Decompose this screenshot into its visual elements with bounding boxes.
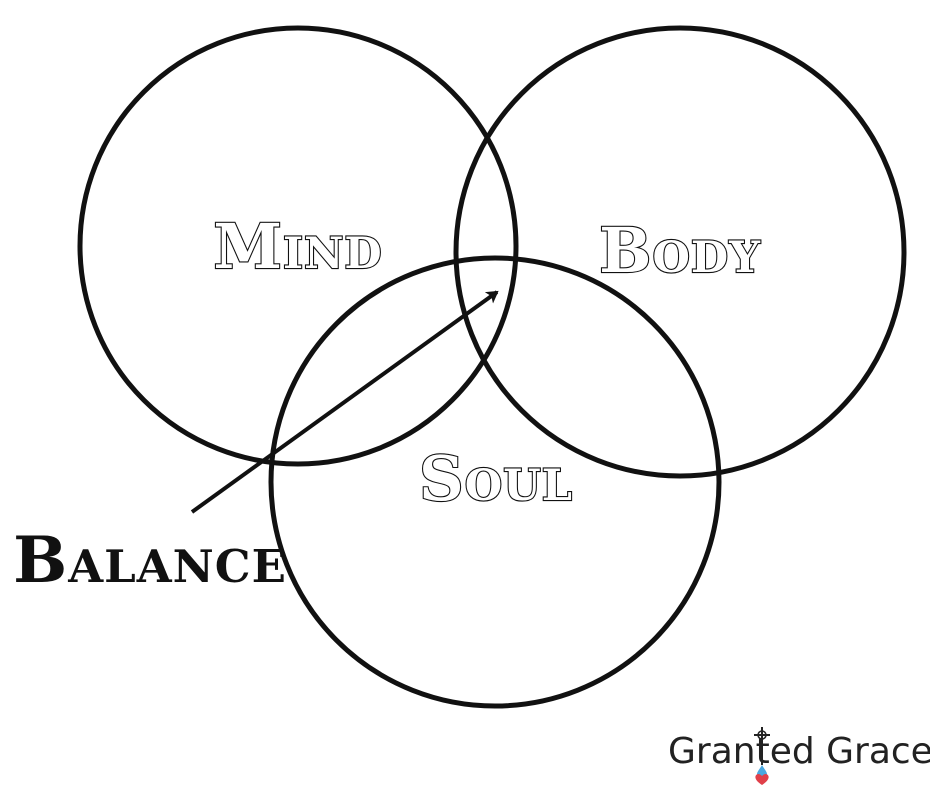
heart-icon <box>755 774 769 785</box>
body-label: Body <box>599 214 761 287</box>
mind-label: Mind <box>213 210 382 283</box>
logo-text: Granted Grace <box>668 731 930 772</box>
soul-label: Soul <box>419 442 573 515</box>
body-circle <box>453 25 907 479</box>
balance-arrow <box>190 290 499 514</box>
soul-circle <box>268 255 722 709</box>
cross-icon <box>754 727 770 765</box>
granted-grace-logo: Granted Grace <box>668 727 930 785</box>
mind-circle <box>77 25 519 467</box>
balance-label: Balance <box>13 523 287 598</box>
